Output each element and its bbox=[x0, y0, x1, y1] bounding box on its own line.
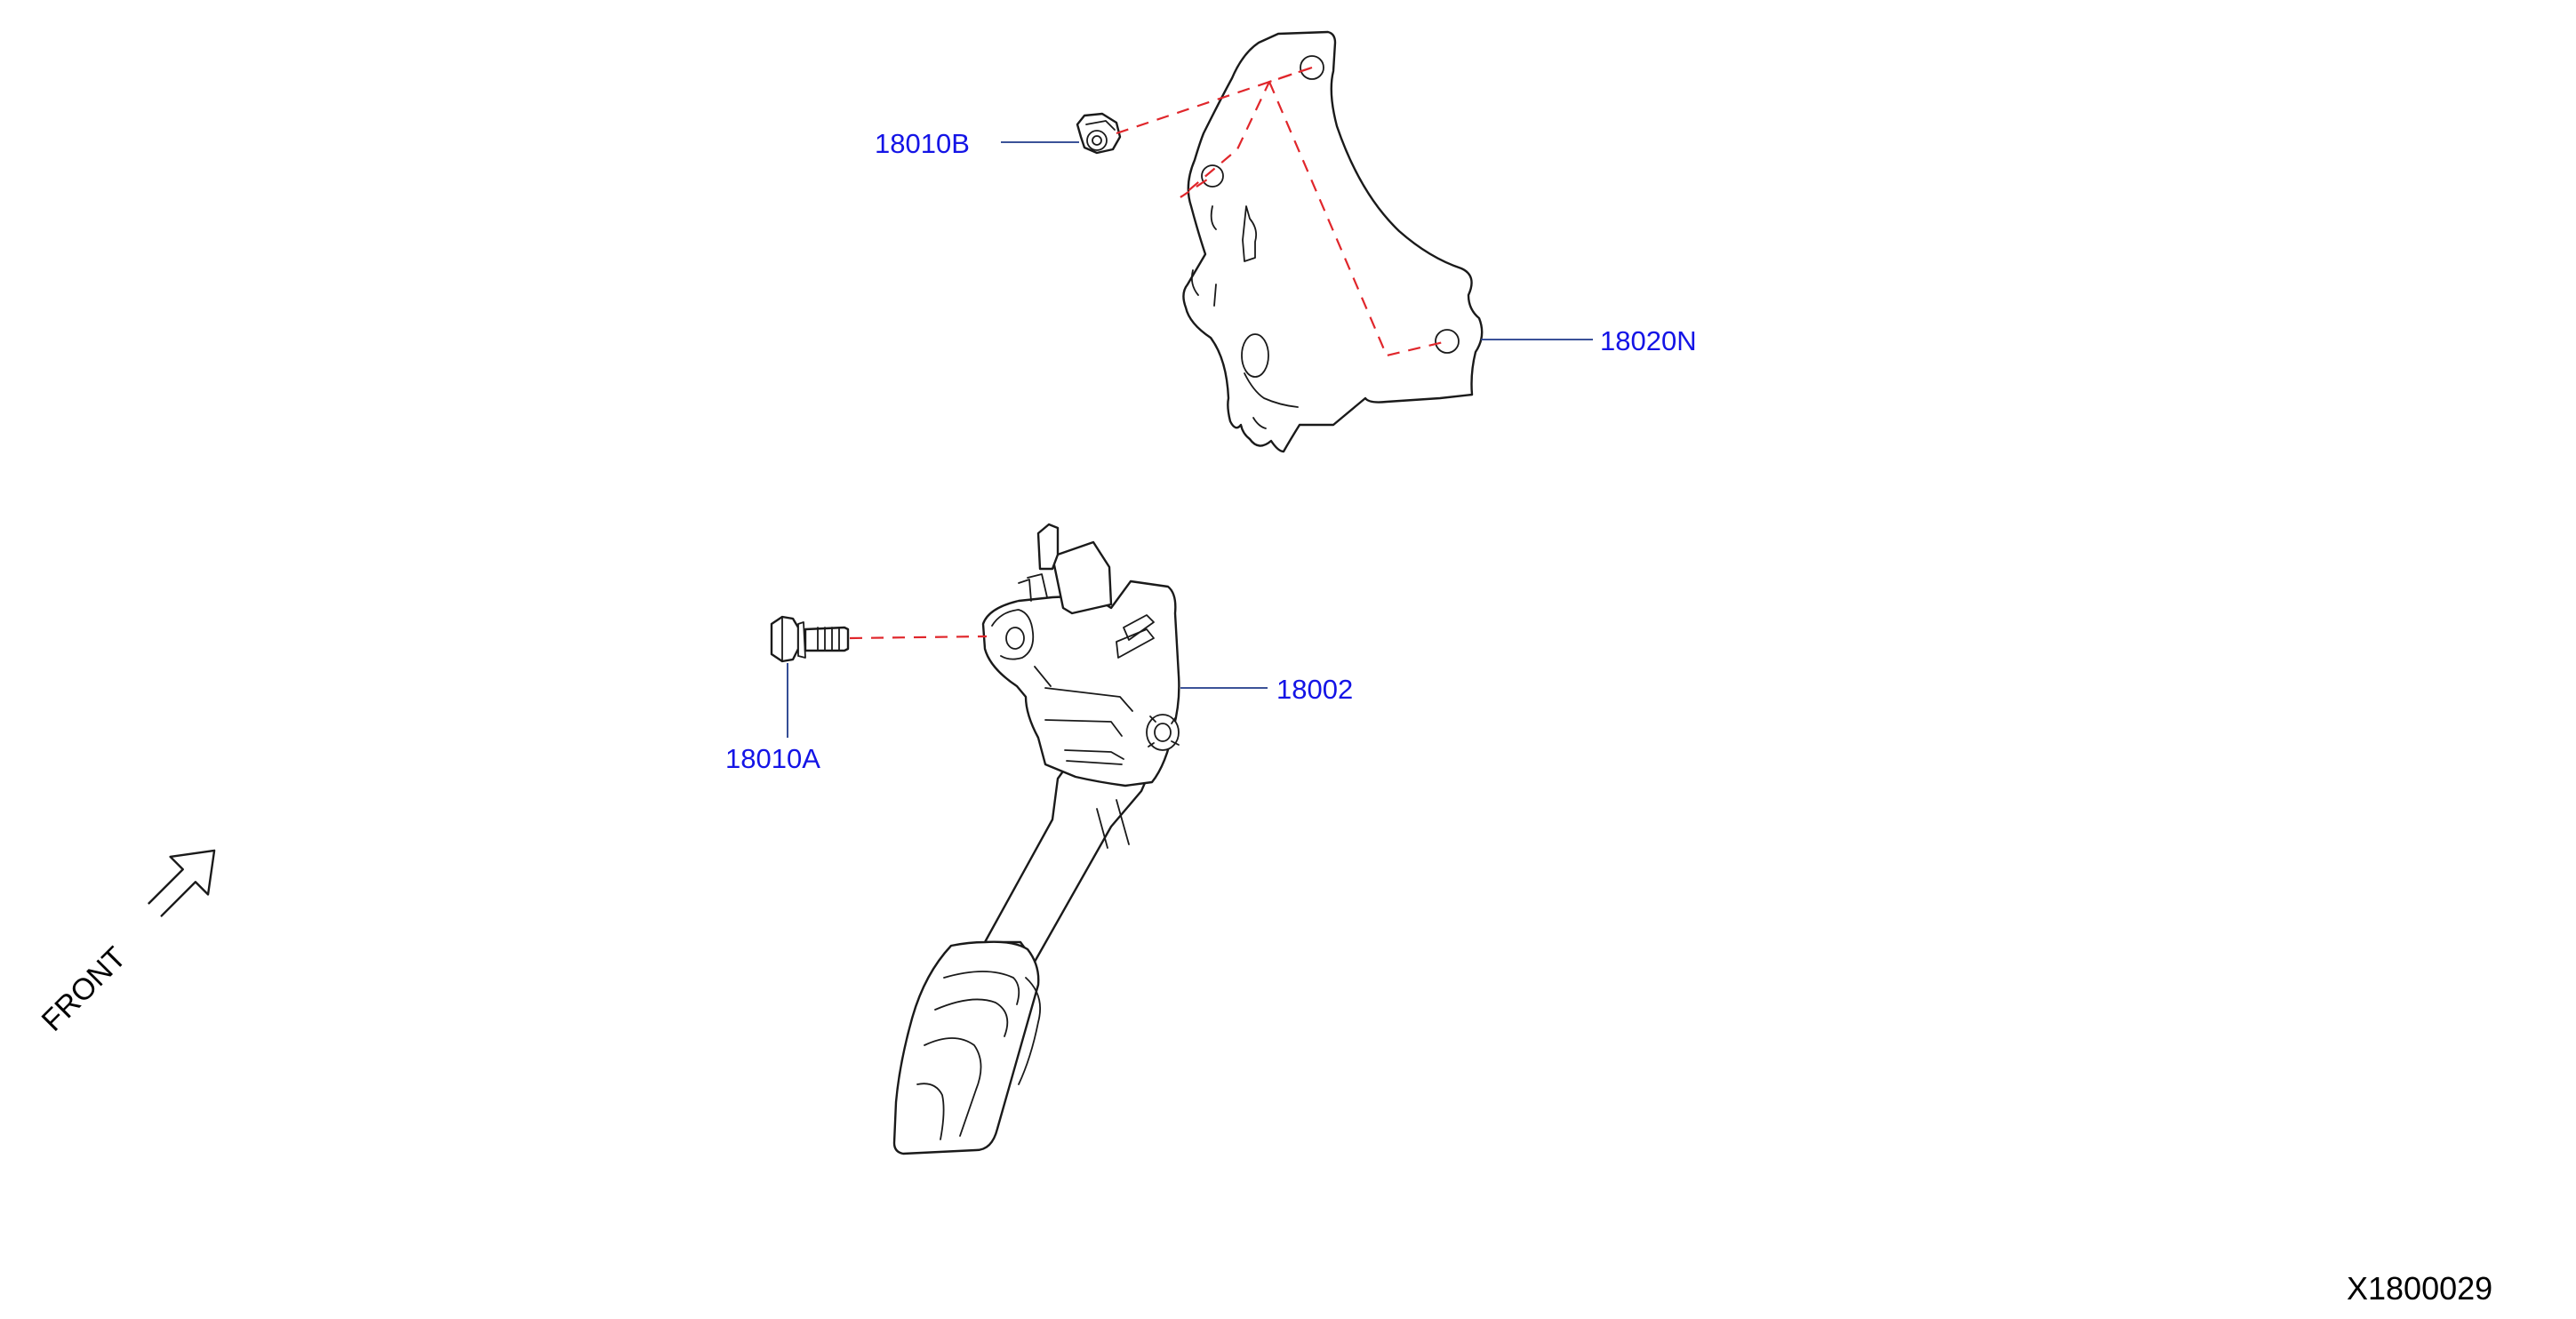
flange-nut bbox=[1076, 112, 1122, 155]
flange-bolt bbox=[770, 615, 850, 663]
accelerator-pedal-assembly bbox=[892, 523, 1180, 1155]
callout-18002: 18002 bbox=[1276, 674, 1354, 705]
diagram-id: X1800029 bbox=[2347, 1270, 2493, 1307]
callout-18020n: 18020N bbox=[1600, 325, 1697, 356]
callout-18010a: 18010A bbox=[725, 743, 820, 774]
front-arrow-icon bbox=[148, 849, 216, 917]
callout-18010b: 18010B bbox=[875, 128, 970, 159]
pedal-bracket bbox=[1182, 30, 1484, 453]
leader-lines bbox=[787, 141, 1593, 738]
assembly-dashed-lines bbox=[849, 66, 1448, 640]
